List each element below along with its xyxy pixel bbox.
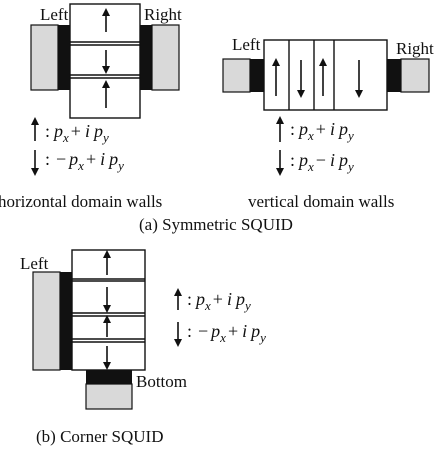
caption-vertical: vertical domain walls <box>248 192 394 211</box>
caption-corner: (b) Corner SQUID <box>36 427 163 446</box>
right-electrode <box>400 58 430 93</box>
caption-horizontal: horizontal domain walls <box>0 192 162 211</box>
left-junction <box>250 59 264 92</box>
caption-symmetric: (a) Symmetric SQUID <box>139 215 293 234</box>
left-label: Left <box>232 35 261 54</box>
bottom-label: Bottom <box>136 372 187 391</box>
bottom-junction <box>86 370 132 384</box>
left-label: Left <box>40 5 69 24</box>
left-electrode <box>222 58 251 93</box>
right-junction <box>387 59 401 92</box>
left-label: Left <box>20 254 49 273</box>
left-junction <box>60 272 72 370</box>
bottom-electrode <box>85 383 133 410</box>
right-electrode <box>151 24 180 91</box>
right-label: Right <box>144 5 182 24</box>
central-superconductor <box>263 39 388 111</box>
central-superconductor <box>69 3 141 119</box>
corner-squid-figure: Left Bottom <box>20 249 187 410</box>
left-electrode <box>30 24 59 91</box>
horizontal-domain-walls-figure: Left Right <box>30 3 182 119</box>
right-label: Right <box>396 39 434 58</box>
left-electrode <box>32 271 61 371</box>
vertical-domain-walls-figure: Left Right <box>222 35 434 111</box>
central-superconductor <box>71 249 146 371</box>
right-junction <box>140 25 152 90</box>
left-junction <box>58 25 70 90</box>
